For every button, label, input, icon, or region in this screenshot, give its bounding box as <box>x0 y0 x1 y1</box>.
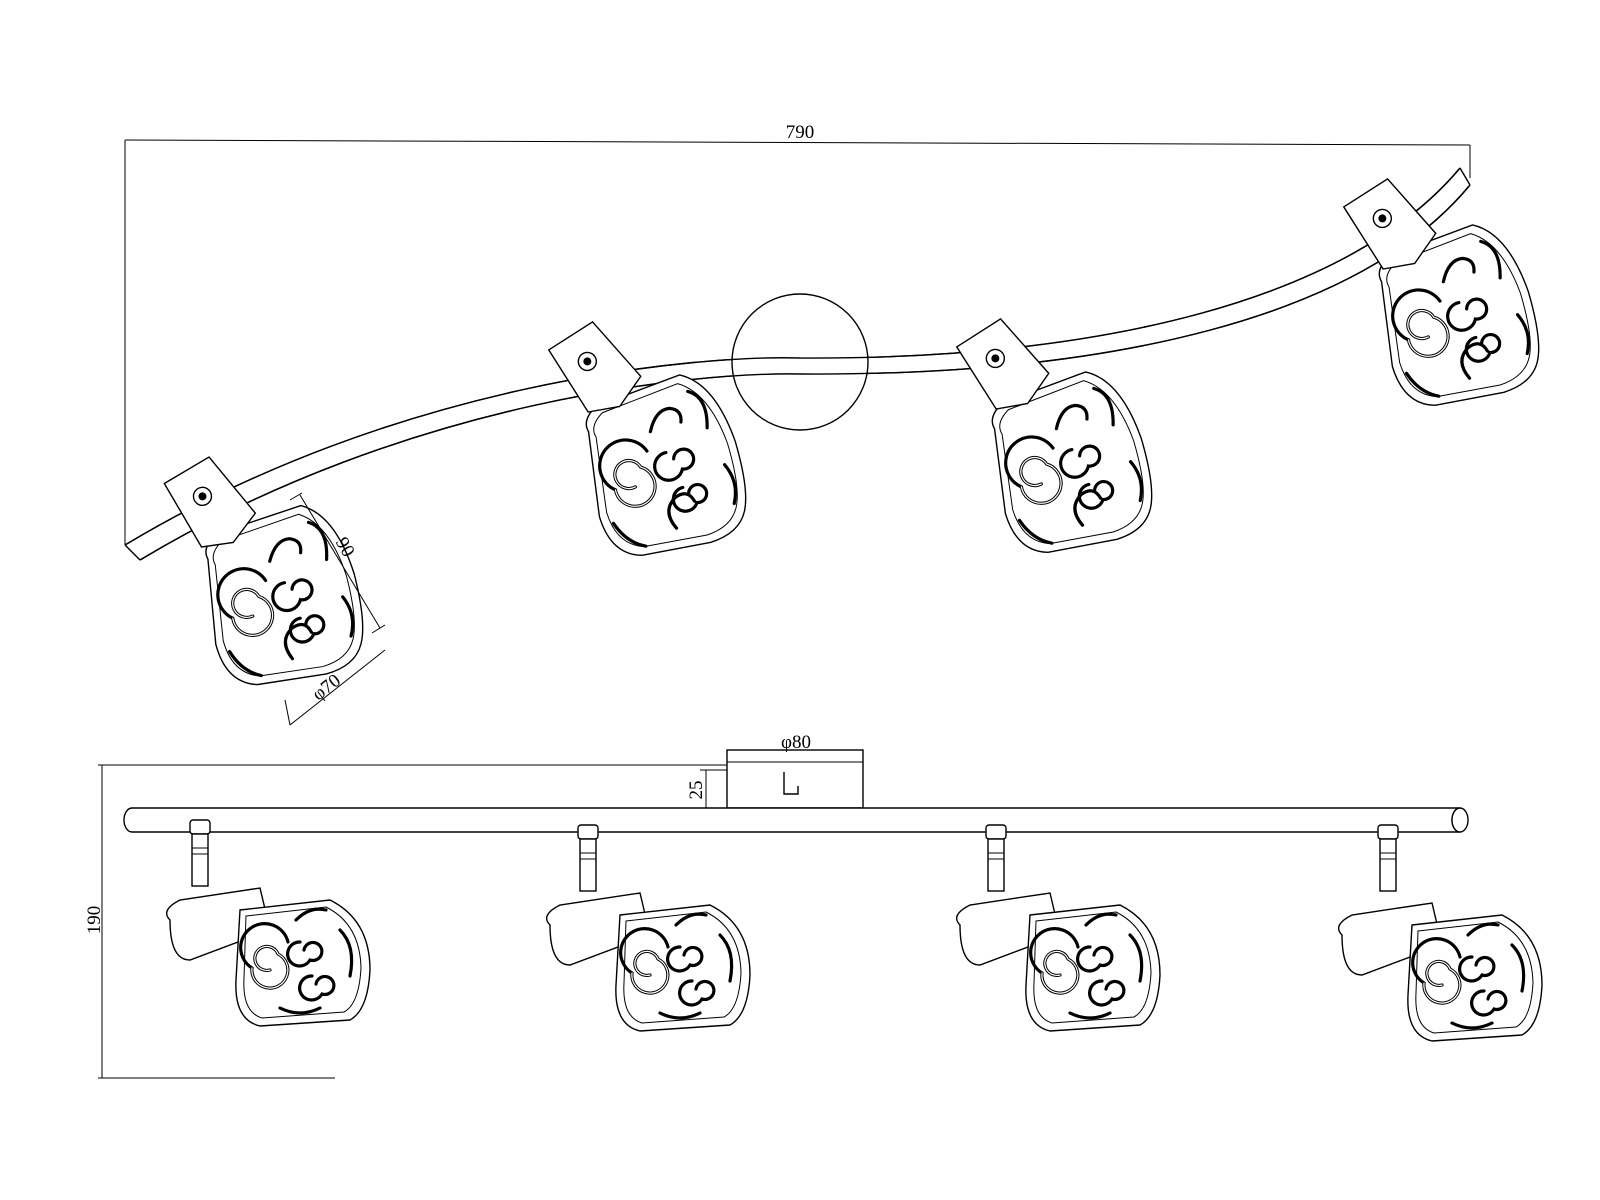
side-bar <box>123 807 1469 833</box>
side-spotlight-3 <box>955 824 1162 1033</box>
overall-length-dimension: 790 <box>124 122 1471 545</box>
bar-over-canopy-lower <box>139 184 1471 561</box>
overall-height-dimension: 190 <box>84 764 727 1079</box>
overall-height-label: 190 <box>84 906 105 935</box>
top-view: 790 <box>124 122 1553 726</box>
bar-over-canopy <box>124 167 1461 546</box>
canopy-height-dimension: 25 <box>686 769 727 809</box>
top-spotlight-1 <box>160 451 376 697</box>
side-view: φ80 25 190 <box>84 732 1544 1079</box>
ceiling-canopy <box>731 293 869 431</box>
overall-length-label: 790 <box>786 122 815 143</box>
side-spotlight-4 <box>1337 824 1544 1043</box>
canopy-height-label: 25 <box>686 781 707 800</box>
top-spotlight-2 <box>544 314 760 569</box>
side-spotlight-1 <box>165 819 372 1028</box>
side-canopy: φ80 <box>726 732 864 809</box>
canopy-diameter-label: φ80 <box>781 732 811 753</box>
top-spotlight-4 <box>1339 171 1553 419</box>
side-spotlight-2 <box>545 824 752 1033</box>
top-spotlight-3 <box>952 311 1166 566</box>
